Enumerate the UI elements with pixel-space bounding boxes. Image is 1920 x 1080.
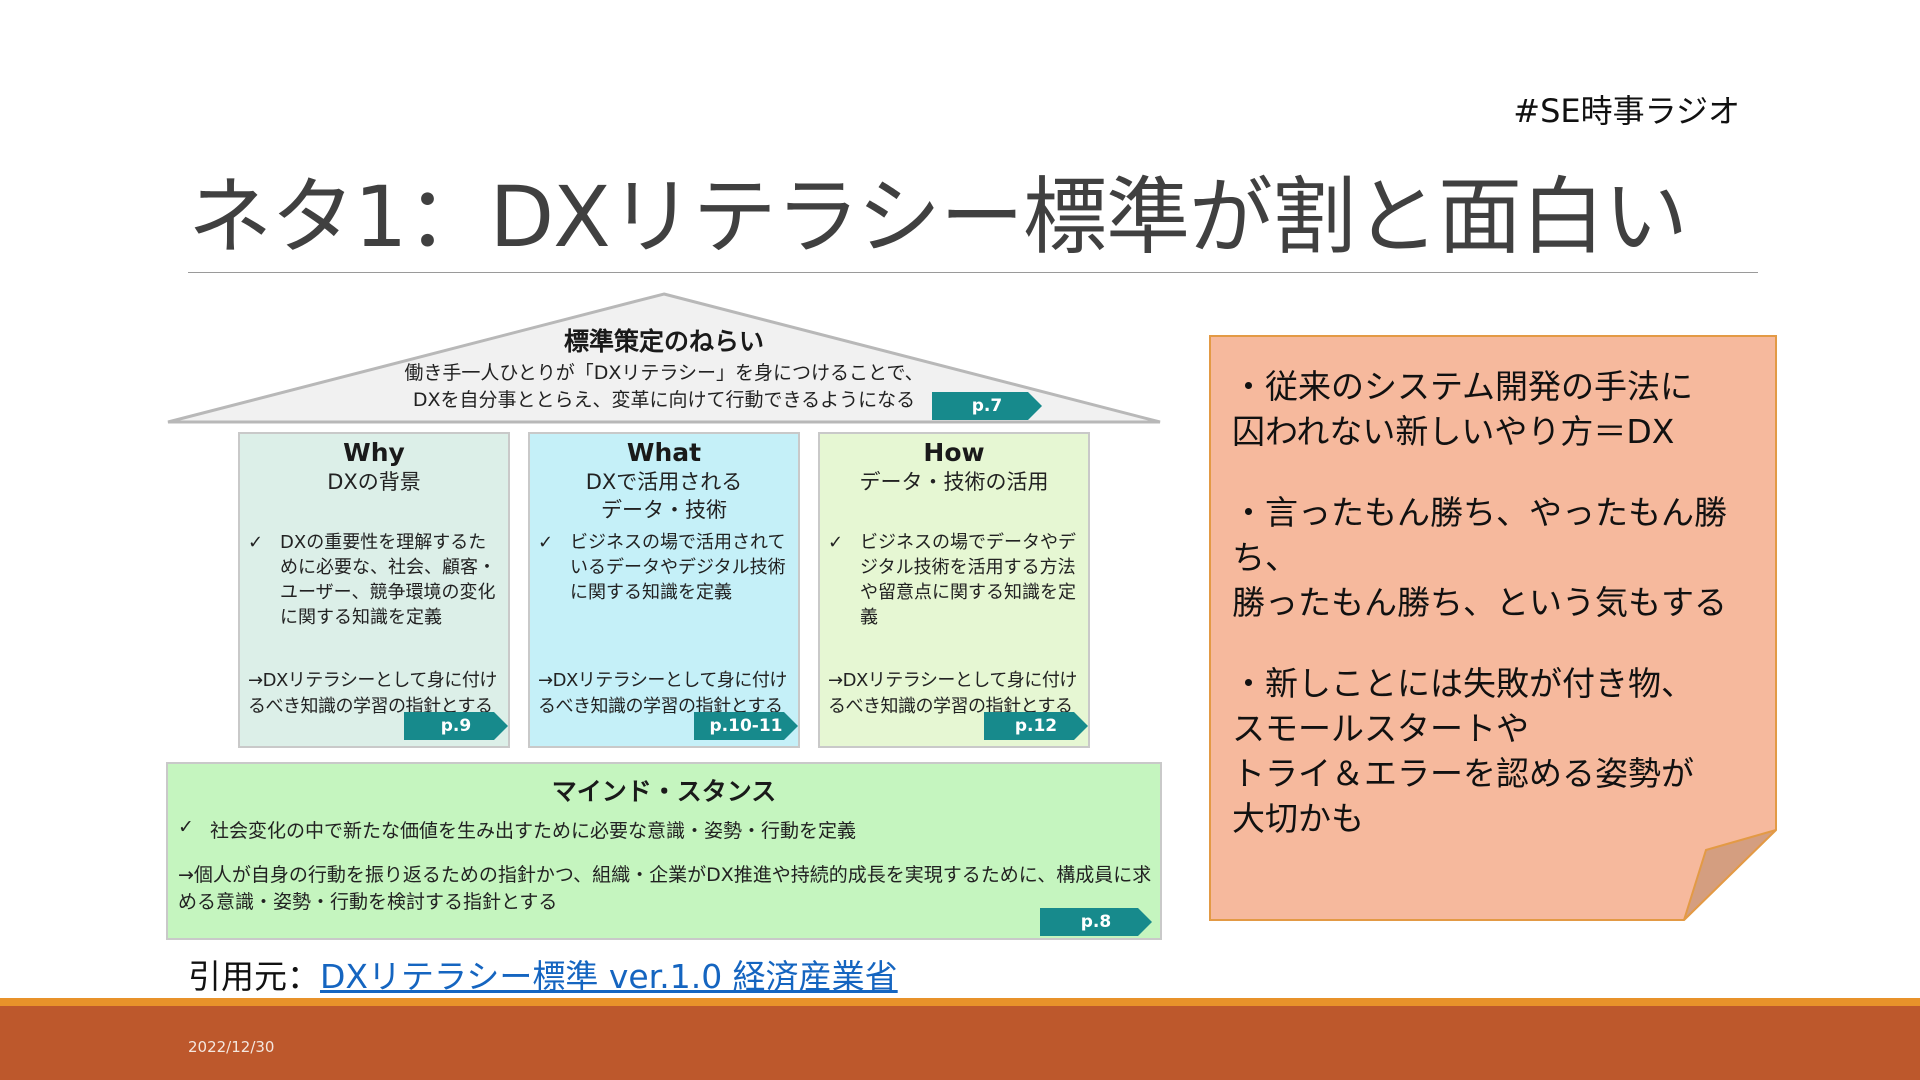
pillar-item-text: DXの重要性を理解するために必要な、社会、顧客・ユーザー、競争環境の変化に関する…	[280, 532, 496, 628]
note-point: ・言ったもん勝ち、やったもん勝ち、 勝ったもん勝ち、という気もする	[1232, 493, 1727, 622]
mind-arrow-text: →個人が自身の行動を振り返るための指針かつ、組織・企業がDX推進や持続的成長を実…	[178, 864, 1152, 913]
pillar-subtitle: DXの背景	[327, 470, 421, 494]
roof-title: 標準策定のねらい	[563, 327, 764, 356]
dx-literacy-diagram: 標準策定のねらい 働き手一人ひとりが「DXリテラシー」を身につけることで、 DX…	[166, 292, 1162, 942]
pillar-what: What DXで活用される データ・技術 ✓ ビジネスの場で活用されているデータ…	[528, 432, 800, 748]
pillar-how: How データ・技術の活用 ✓ ビジネスの場でデータやデジタル技術を活用する方法…	[818, 432, 1090, 748]
pillar-item-text: ビジネスの場でデータやデジタル技術を活用する方法や留意点に関する知識を定義	[860, 532, 1076, 628]
pillar-arrow-text: →DXリテラシーとして身に付けるべき知識の学習の指針とする	[248, 670, 497, 717]
page-tag-mind: p.8	[1040, 908, 1152, 936]
pillar-why: Why DXの背景 ✓ DXの重要性を理解するために必要な、社会、顧客・ユーザー…	[238, 432, 510, 748]
page-tag-what: p.10-11	[694, 712, 798, 740]
mind-stance-title: マインド・スタンス	[551, 777, 777, 806]
sticky-note: ・従来のシステム開発の手法に 囚われない新しいやり方＝DX ・言ったもん勝ち、や…	[1208, 334, 1778, 922]
citation-label: 引用元：	[188, 957, 320, 996]
mind-item-text: 社会変化の中で新たな価値を生み出すために必要な意識・姿勢・行動を定義	[210, 820, 857, 842]
check-icon: ✓	[248, 532, 264, 553]
title-divider	[188, 272, 1758, 273]
pillar-head: How	[923, 438, 985, 467]
sticky-note-text: ・従来のシステム開発の手法に 囚われない新しいやり方＝DX ・言ったもん勝ち、や…	[1232, 364, 1762, 877]
sticky-note-shape	[1209, 335, 1777, 921]
mind-check-item: ✓ 社会変化の中で新たな価値を生み出すために必要な意識・姿勢・行動を定義	[178, 816, 1150, 843]
footer-band	[0, 1006, 1920, 1080]
slide-title: ネタ1：DXリテラシー標準が割と面白い	[188, 168, 1688, 266]
note-point: ・新しことには失敗が付き物、 スモールスタートや トライ＆エラーを認める姿勢が …	[1232, 664, 1694, 838]
note-point: ・従来のシステム開発の手法に 囚われない新しいやり方＝DX	[1232, 367, 1694, 451]
pillar-item-text: ビジネスの場で活用されているデータやデジタル技術に関する知識を定義	[570, 532, 786, 603]
pillar-arrow-text: →DXリテラシーとして身に付けるべき知識の学習の指針とする	[538, 670, 787, 717]
roof-line-2: DXを自分事ととらえ、変革に向けて行動できるようになる	[412, 389, 916, 411]
slide-date: 2022/12/30	[188, 1038, 275, 1056]
footer-accent-line	[0, 998, 1920, 1006]
page-tag-how: p.12	[984, 712, 1088, 740]
mind-stance-box: マインド・スタンス ✓ 社会変化の中で新たな価値を生み出すために必要な意識・姿勢…	[166, 762, 1162, 940]
roof-shape	[167, 292, 1161, 424]
hashtag: #SE時事ラジオ	[1513, 92, 1740, 130]
check-icon: ✓	[828, 532, 844, 553]
pillar-head: Why	[343, 438, 405, 467]
pillar-subtitle: DXで活用される データ・技術	[585, 470, 743, 522]
citation-link[interactable]: DXリテラシー標準 ver.1.0 経済産業省	[320, 957, 898, 996]
check-icon: ✓	[538, 532, 554, 553]
citation: 引用元：DXリテラシー標準 ver.1.0 経済産業省	[188, 950, 898, 998]
page-tag-roof: p.7	[932, 392, 1042, 420]
roof-line-1: 働き手一人ひとりが「DXリテラシー」を身につけることで、	[404, 362, 924, 384]
pillar-check-item: ✓ ビジネスの場で活用されているデータやデジタル技術に関する知識を定義	[538, 530, 790, 605]
roof-description: 働き手一人ひとりが「DXリテラシー」を身につけることで、 DXを自分事ととらえ、…	[166, 360, 1162, 414]
pillar-check-item: ✓ DXの重要性を理解するために必要な、社会、顧客・ユーザー、競争環境の変化に関…	[248, 530, 500, 630]
pillar-arrow-text: →DXリテラシーとして身に付けるべき知識の学習の指針とする	[828, 670, 1077, 717]
pillar-check-item: ✓ ビジネスの場でデータやデジタル技術を活用する方法や留意点に関する知識を定義	[828, 530, 1080, 630]
check-icon: ✓	[178, 816, 194, 838]
page-tag-why: p.9	[404, 712, 508, 740]
pillar-head: What	[626, 438, 702, 467]
pillar-subtitle: データ・技術の活用	[859, 470, 1049, 494]
